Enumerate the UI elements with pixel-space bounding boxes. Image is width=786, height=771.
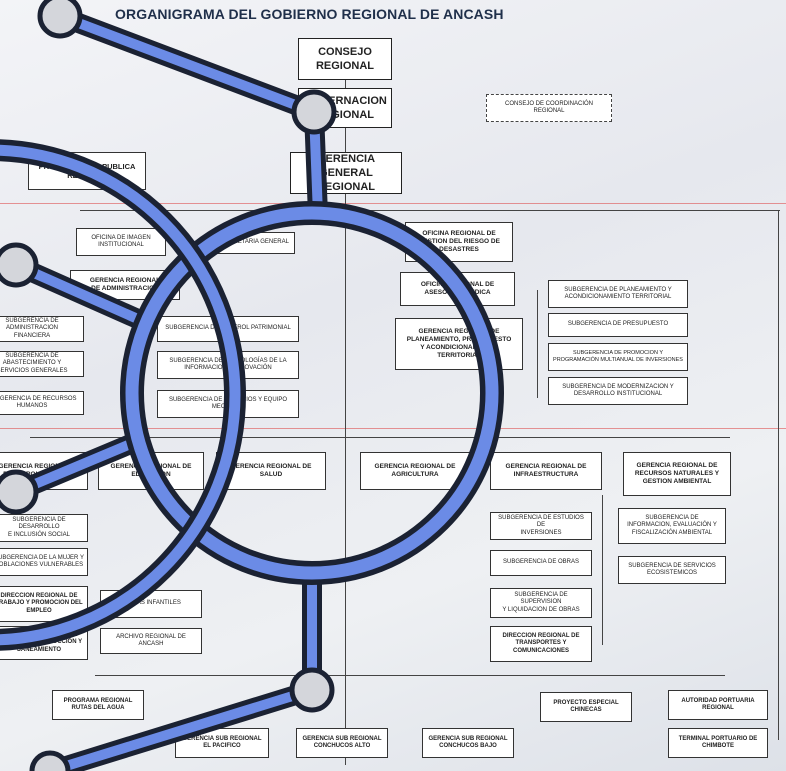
red-divider-top — [0, 203, 786, 204]
box-autoridad-portuaria: AUTORIDAD PORTUARIA REGIONAL — [668, 690, 768, 720]
box-sub-modernizacion: SUBGERENCIA DE MODERNIZACION Y DESARROLL… — [548, 377, 688, 405]
page-title: ORGANIGRAMA DEL GOBIERNO REGIONAL DE ANC… — [115, 6, 504, 22]
box-terminal-chimbote: TERMINAL PORTUARIO DE CHIMBOTE — [668, 728, 768, 758]
spoke-outline-group — [6, 6, 328, 771]
box-gerencia-agricultura: GERENCIA REGIONAL DE AGRICULTURA — [360, 452, 470, 490]
spoke-group — [11, 11, 323, 771]
box-sub-promocion: SUBGERENCIA DE PROMOCION Y PROGRAMACIÓN … — [548, 343, 688, 371]
spoke-left — [11, 260, 145, 325]
box-sub-ecosistemicos: SUBGERENCIA DE SERVICIOS ECOSISTEMICOS — [618, 556, 726, 584]
node-top — [291, 89, 337, 135]
spoke-exit — [45, 685, 317, 771]
box-gerencia-recursos-naturales: GERENCIA REGIONAL DE RECURSOS NATURALES … — [623, 452, 731, 496]
left-ring-outline — [0, 139, 246, 651]
node-left — [0, 242, 39, 288]
box-dir-transportes: DIRECCION REGIONAL DE TRANSPORTES Y COMU… — [490, 626, 592, 662]
box-sub-supervision: SUBGERENCIA DE SUPERVISION Y LIQUIDACION… — [490, 588, 592, 618]
box-gerencia-infraestructura: GERENCIA REGIONAL DE INFRAESTRUCTURA — [490, 452, 602, 490]
node-bottom — [289, 667, 335, 713]
box-sub-administracion: SUBGERENCIA DE ADMINISTRACION FINANCIERA — [0, 316, 84, 342]
box-sub-planeamiento: SUBGERENCIA DE PLANEAMIENTO Y ACONDICION… — [548, 280, 688, 308]
plan-sub-feeder — [537, 290, 538, 398]
red-divider-bottom — [0, 428, 786, 429]
node-top-left — [37, 0, 83, 39]
main-trunk-line — [345, 75, 346, 765]
left-ring-arc — [0, 144, 241, 646]
box-sub-abastecimiento: SUBGERENCIA DE ABASTECIMIENTO Y SERVICIO… — [0, 351, 84, 377]
gerencia-branch-line — [80, 210, 780, 211]
box-archivo-regional: ARCHIVO REGIONAL DE ANCASH — [100, 628, 202, 654]
node-bottom-left — [29, 750, 71, 771]
spoke-top — [55, 11, 319, 117]
mid-branch-line — [30, 437, 730, 438]
box-programa-rutas-agua: PROGRAMA REGIONAL RUTAS DEL AGUA — [52, 690, 144, 720]
box-gerencia-conchucos-bajo: GERENCIA SUB REGIONAL CONCHUCOS BAJO — [422, 728, 514, 758]
box-dir-trabajo: DIRECCION REGIONAL DE TRABAJO Y PROMOCIO… — [0, 586, 88, 622]
node-lower-left — [0, 469, 39, 515]
bottom-branch-line — [95, 675, 725, 676]
box-gerencia-conchucos-alto: GERENCIA SUB REGIONAL CONCHUCOS ALTO — [296, 728, 388, 758]
box-sub-estudios: SUBGERENCIA DE ESTUDIOS DE INVERSIONES — [490, 512, 592, 540]
infra-sub-feeder — [602, 495, 603, 645]
box-sub-rrhh: SUBGERENCIA DE RECURSOS HUMANOS — [0, 391, 84, 415]
box-consejo-coordinacion: CONSEJO DE COORDINACIÓN REGIONAL — [486, 94, 612, 122]
box-sub-desarrollo-inclusion: SUBGERENCIA DE DESARROLLO E INCLUSIÓN SO… — [0, 514, 88, 542]
magnifier-ring — [125, 206, 499, 580]
box-sub-informacion-ambiental: SUBGERENCIA DE INFORMACION, EVALUACIÓN Y… — [618, 508, 726, 544]
box-sub-mujer: SUBGERENCIA DE LA MUJER Y POBLACIONES VU… — [0, 548, 88, 576]
box-sub-presupuesto: SUBGERENCIA DE PRESUPUESTO — [548, 313, 688, 337]
box-consejo-regional: CONSEJO REGIONAL — [298, 38, 392, 80]
box-proyecto-chinecas: PROYECTO ESPECIAL CHINECAS — [540, 692, 632, 722]
right-feeder-line — [778, 210, 779, 740]
box-imagen-institucional: OFICINA DE IMAGEN INSTITUCIONAL — [76, 228, 166, 256]
box-gerencia-pacifico: GERENCIA SUB REGIONAL EL PACIFICO — [175, 728, 269, 758]
box-sub-obras: SUBGERENCIA DE OBRAS — [490, 550, 592, 576]
